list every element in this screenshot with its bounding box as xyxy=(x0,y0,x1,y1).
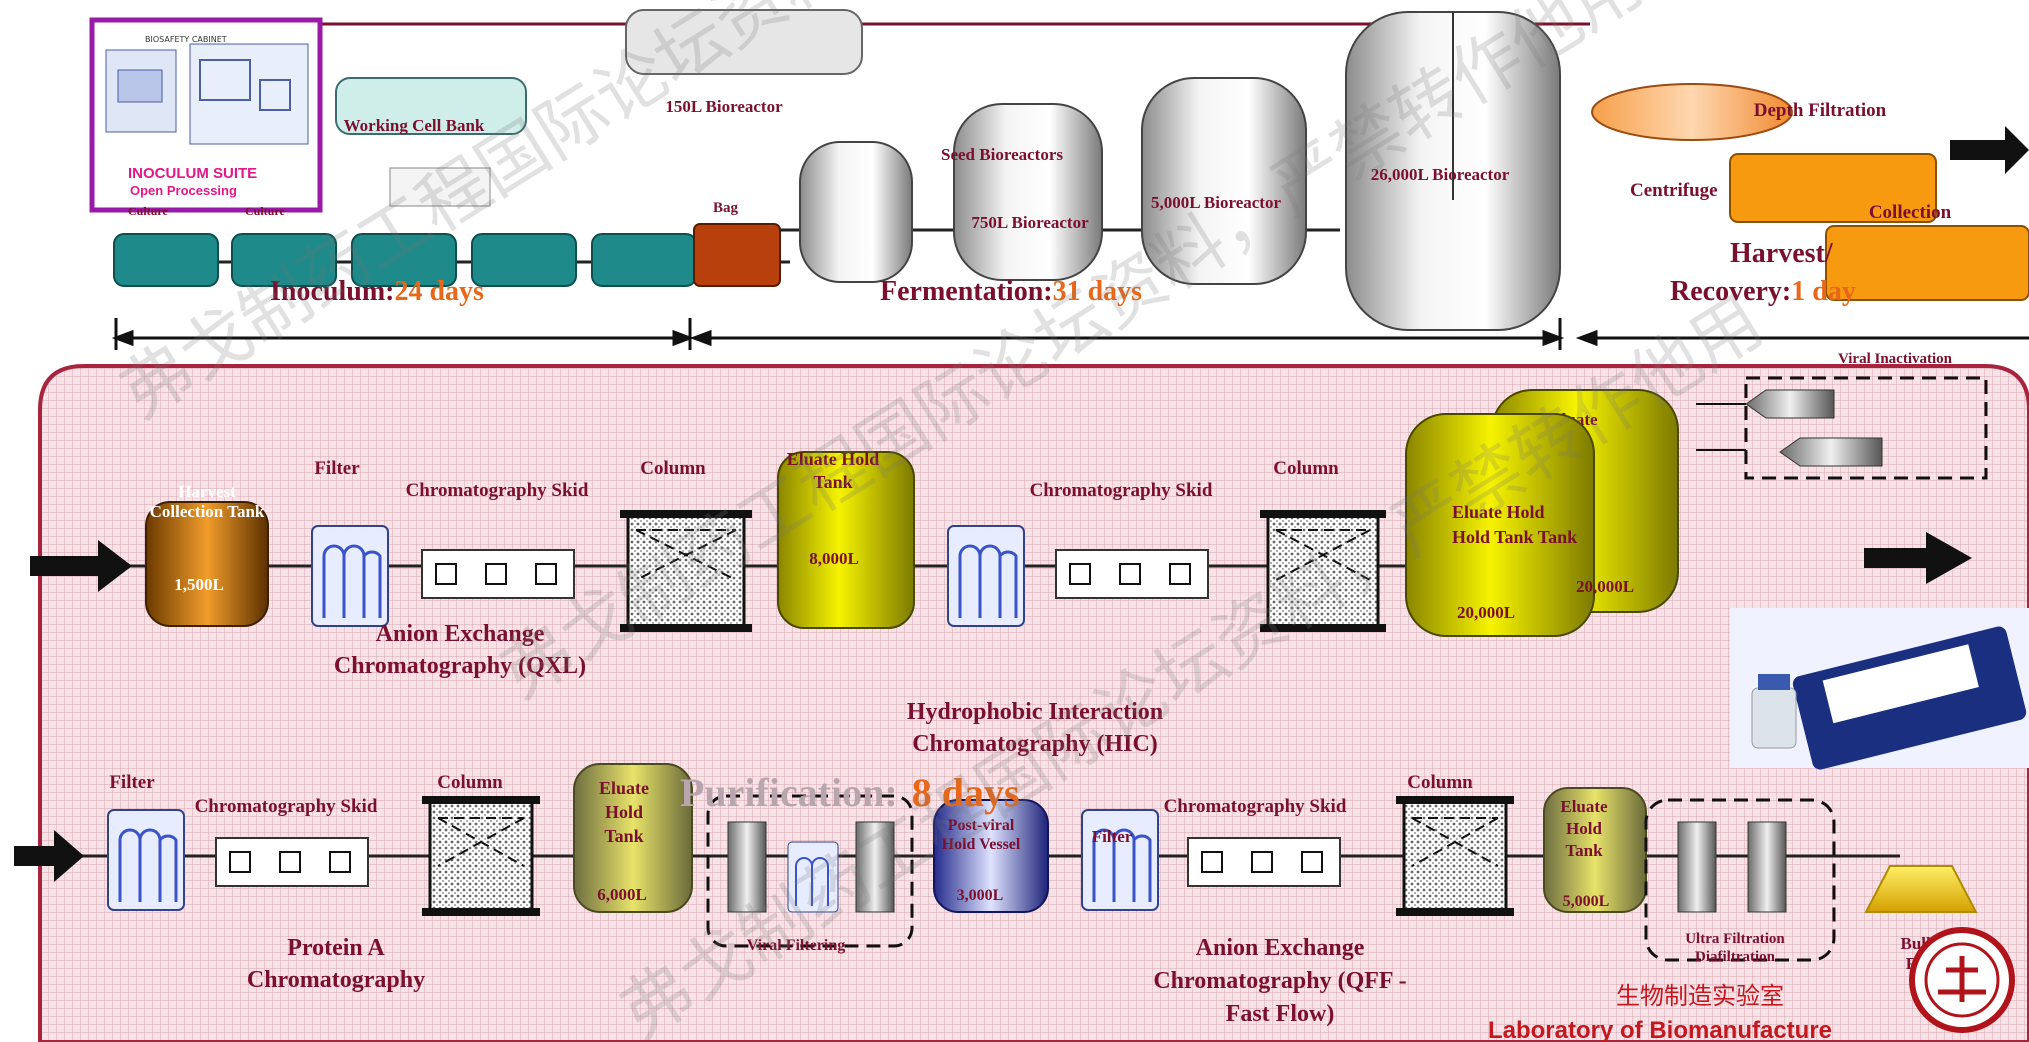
row2-filter-2-label: Filter xyxy=(1092,827,1133,846)
post-viral-title: Post-viral Hold Vessel xyxy=(936,816,1026,854)
row1-chrom-skid xyxy=(422,550,574,598)
bioreactor-5000-label: 5,000L Bioreactor xyxy=(1151,193,1281,212)
viral-inactivation-label: Viral Inactivation xyxy=(1820,350,1970,368)
harvest-collection-tank-title: Harvest Collection Tank xyxy=(140,482,274,522)
harvest-stage-label-1: Harvest/ xyxy=(1730,238,1834,269)
row2-eluate-tank-volume: 6,000L xyxy=(597,885,647,904)
row2-filter-label: Filter xyxy=(109,772,155,793)
thumb-title: INOCULUM SUITE xyxy=(128,165,257,182)
hic-label: Hydrophobic Interaction Chromatography (… xyxy=(870,696,1200,760)
uf-cartridge-1 xyxy=(1678,822,1716,912)
row2-chrom-skid-2-label: Chromatography Skid xyxy=(1150,796,1360,818)
lab-name-en: Laboratory of Biomanufacture xyxy=(1488,1017,1832,1042)
viral-filtering-label: Viral Filtering xyxy=(747,937,846,954)
inoculum-stage-label: Inoculum:24 days xyxy=(270,276,484,307)
row1-eluate-tank-2-title: Eluate Hold Hold Tank Tank xyxy=(1452,500,1582,550)
upstream-exit-arrow xyxy=(1950,126,2029,174)
bioreactor-150-vessel xyxy=(626,10,862,74)
row1-eluate-tank-2-volume-b: 20,000L xyxy=(1576,577,1634,596)
culture-vessel-4 xyxy=(472,234,576,286)
row1-eluate-tank-2-volume-a: 20,000L xyxy=(1457,603,1515,622)
seed-vessel xyxy=(800,142,912,282)
row2-column-label: Column xyxy=(437,772,503,793)
flask-image xyxy=(390,168,490,206)
row1-filter-label: Filter xyxy=(314,458,360,479)
inoculum-suite-image: BIOSAFETY CABINET INOCULUM SUITE Open Pr… xyxy=(92,20,320,218)
harvest-stage-label-2: Recovery:1 day xyxy=(1670,276,1856,307)
row2-eluate-tank-2-volume: 5,000L xyxy=(1563,893,1610,910)
wave-bag xyxy=(694,224,780,286)
post-viral-volume: 3,000L xyxy=(957,887,1004,904)
ultra-filtration-label: Ultra Filtration Diafiltration xyxy=(1660,930,1810,966)
bag-label: Bag xyxy=(713,200,739,216)
culture-vessel-1 xyxy=(114,234,218,286)
lab-name-cn: 生物制造实验室 xyxy=(1616,982,1784,1010)
row1-column-label: Column xyxy=(640,458,706,479)
row1-eluate-tank-volume: 8,000L xyxy=(809,549,859,568)
row1-eluate-tank-title: Eluate Hold Tank xyxy=(780,448,886,494)
row2-column-2 xyxy=(1404,800,1506,912)
purification-stage-label: Purification:8 days xyxy=(680,770,1020,815)
fermentation-stage-label: Fermentation:31 days xyxy=(880,276,1142,307)
upstream-section: BIOSAFETY CABINET INOCULUM SUITE Open Pr… xyxy=(92,10,2029,350)
row2-chrom-skid-label: Chromatography Skid xyxy=(186,796,386,818)
culture-train: Bag xyxy=(114,200,790,286)
row2-column xyxy=(430,800,532,912)
bioreactor-750-vessel xyxy=(954,104,1102,280)
thumb-culture-1: Culture xyxy=(128,204,168,218)
collection-label: Collection xyxy=(1869,202,1952,223)
row2-eluate-tank-title: Eluate Hold Tank xyxy=(584,776,664,848)
timeline-brackets xyxy=(116,318,2029,350)
depth-filtration-label: Depth Filtration xyxy=(1754,100,1887,121)
thumb-culture-2: Culture xyxy=(245,204,285,218)
culture-vessel-5 xyxy=(592,234,696,286)
viral-filter-cartridge-1 xyxy=(728,822,766,912)
aex-qxl-label: Anion Exchange Chromatography (QXL) xyxy=(290,618,630,682)
row1-chrom-skid-label: Chromatography Skid xyxy=(392,480,602,502)
protein-a-label: Protein A Chromatography xyxy=(196,932,476,996)
row2-column-2-label: Column xyxy=(1407,772,1473,793)
viral-filter-cartridge-2 xyxy=(856,822,894,912)
product-photo xyxy=(1730,608,2029,771)
row1-column-2-label: Column xyxy=(1273,458,1339,479)
uf-cartridge-2 xyxy=(1748,822,1786,912)
seed-bioreactors-label: Seed Bioreactors xyxy=(941,145,1063,164)
row2-eluate-tank-2-title: Eluate Hold Tank xyxy=(1548,796,1620,862)
centrifuge-label: Centrifuge xyxy=(1630,180,1718,201)
aex-qff-label: Anion Exchange Chromatography (QFF - Fas… xyxy=(1130,932,1430,1031)
thumb-header: BIOSAFETY CABINET xyxy=(145,35,227,44)
thumb-subtitle: Open Processing xyxy=(130,183,237,198)
working-cell-bank-label: Working Cell Bank xyxy=(344,116,485,135)
bioreactor-750-label: 750L Bioreactor xyxy=(971,213,1089,232)
collection-tank xyxy=(1826,226,2029,300)
harvest-collection-tank-volume: 1,500L xyxy=(174,575,224,594)
row1-chrom-skid-2-label: Chromatography Skid xyxy=(1016,480,1226,502)
bioreactor-5000-vessel xyxy=(1142,78,1306,284)
row1-chrom-skid-2 xyxy=(1056,550,1208,598)
bioreactor-26000-label: 26,000L Bioreactor xyxy=(1371,165,1510,184)
bioreactor-150-label: 150L Bioreactor xyxy=(665,97,783,116)
